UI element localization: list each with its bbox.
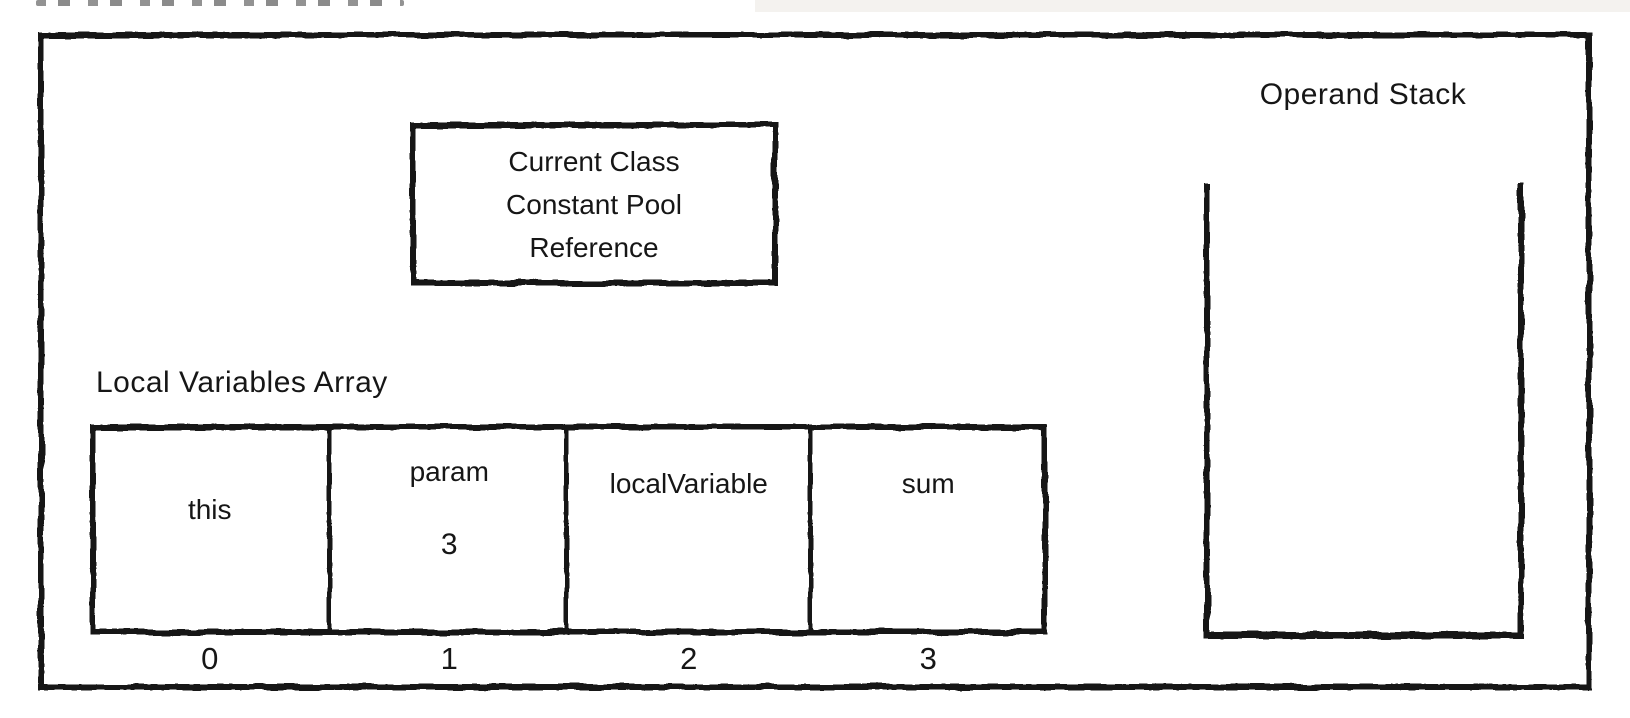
lva-cell-name: sum	[901, 468, 955, 499]
local-variables-array-label: Local Variables Array	[96, 366, 388, 399]
array-index-3: 3	[919, 641, 937, 676]
constant-pool-line: Current Class	[508, 145, 680, 177]
constant-pool-box-border	[410, 122, 778, 286]
frame-border	[38, 32, 1592, 690]
local-variables-array-border	[90, 424, 1048, 635]
lva-cell-2: localVariable	[569, 424, 809, 635]
array-divider	[808, 424, 813, 635]
clipped-title-remnant	[36, 0, 404, 6]
operand-stack-container	[1204, 183, 1524, 639]
lva-cell-value: 3	[440, 528, 458, 561]
lva-cell-name: this	[187, 493, 232, 525]
constant-pool-line: Reference	[529, 231, 659, 263]
array-divider	[327, 424, 332, 635]
array-index-0: 0	[201, 641, 219, 676]
constant-pool-line: Constant Pool	[506, 188, 682, 220]
top-band	[755, 0, 1630, 12]
lva-cell-name: localVariable	[609, 468, 768, 499]
operand-stack-label: Operand Stack	[1259, 78, 1467, 111]
array-divider	[564, 424, 569, 635]
lva-cell-1: param 3	[330, 424, 570, 635]
local-variables-array: this param 3 localVariable sum	[90, 424, 1048, 635]
array-index-1: 1	[440, 641, 458, 676]
array-index-2: 2	[680, 641, 698, 676]
constant-pool-box: Current Class Constant Pool Reference	[410, 122, 778, 286]
lva-cell-name: param	[409, 456, 489, 487]
lva-cell-0: this	[90, 424, 330, 635]
lva-cell-3: sum	[809, 424, 1049, 635]
array-index-row: 0 1 2 3	[90, 641, 1048, 677]
